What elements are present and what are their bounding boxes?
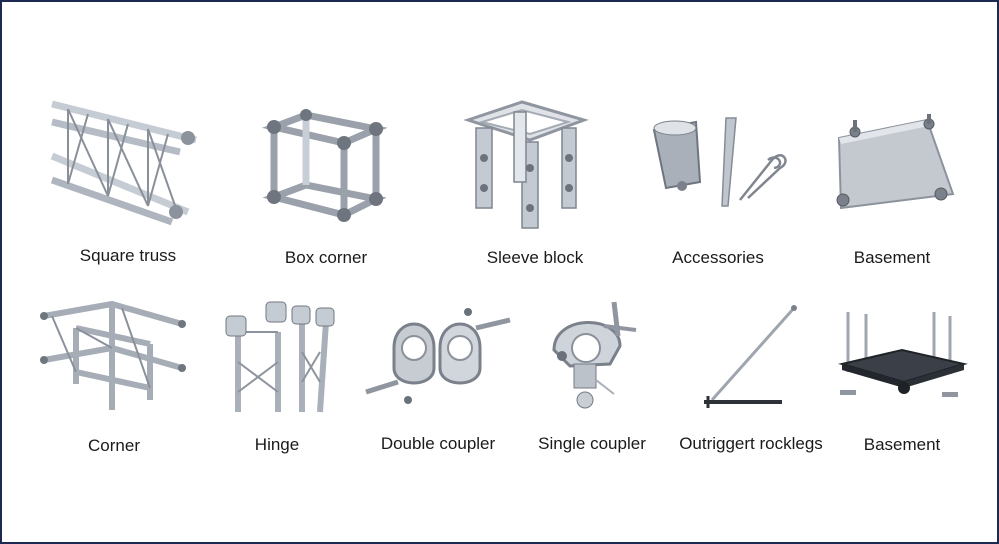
product-corner [40, 298, 186, 416]
ground-support-base-icon [838, 312, 968, 397]
base-plate-icon [836, 114, 955, 210]
single-coupler-icon [552, 301, 637, 409]
product-ground-support-base [838, 312, 968, 402]
sleeve-block-icon [463, 100, 589, 229]
label-basement-2: Basement [863, 435, 941, 454]
product-outrigger-rocklegs [700, 304, 800, 408]
double-coupler-icon [365, 308, 511, 404]
product-base-plate [831, 114, 956, 212]
hinge-icon [225, 301, 335, 413]
product-hinge [216, 301, 336, 414]
product-single-coupler [544, 300, 640, 412]
product-box-corner [261, 107, 389, 225]
product-double-coupler [364, 308, 512, 408]
label-box-corner: Box corner [284, 248, 368, 267]
product-square-truss [48, 94, 203, 234]
product-sleeve-block [463, 98, 589, 230]
label-outrigger-rocklegs: Outriggert rocklegs [679, 434, 823, 453]
outrigger-icon [704, 305, 797, 408]
label-square-truss: Square truss [79, 246, 177, 265]
box-corner-icon [261, 109, 388, 222]
label-corner: Corner [88, 436, 140, 455]
label-single-coupler: Single coupler [538, 434, 646, 453]
accessories-icon [652, 117, 787, 207]
label-double-coupler: Double coupler [380, 434, 496, 453]
corner-truss-icon [40, 300, 186, 410]
square-truss-icon [50, 100, 197, 226]
label-accessories: Accessories [672, 248, 764, 267]
label-sleeve-block: Sleeve block [486, 248, 584, 267]
label-hinge: Hinge [254, 435, 300, 454]
label-basement-1: Basement [853, 248, 931, 267]
product-accessories [650, 116, 790, 212]
